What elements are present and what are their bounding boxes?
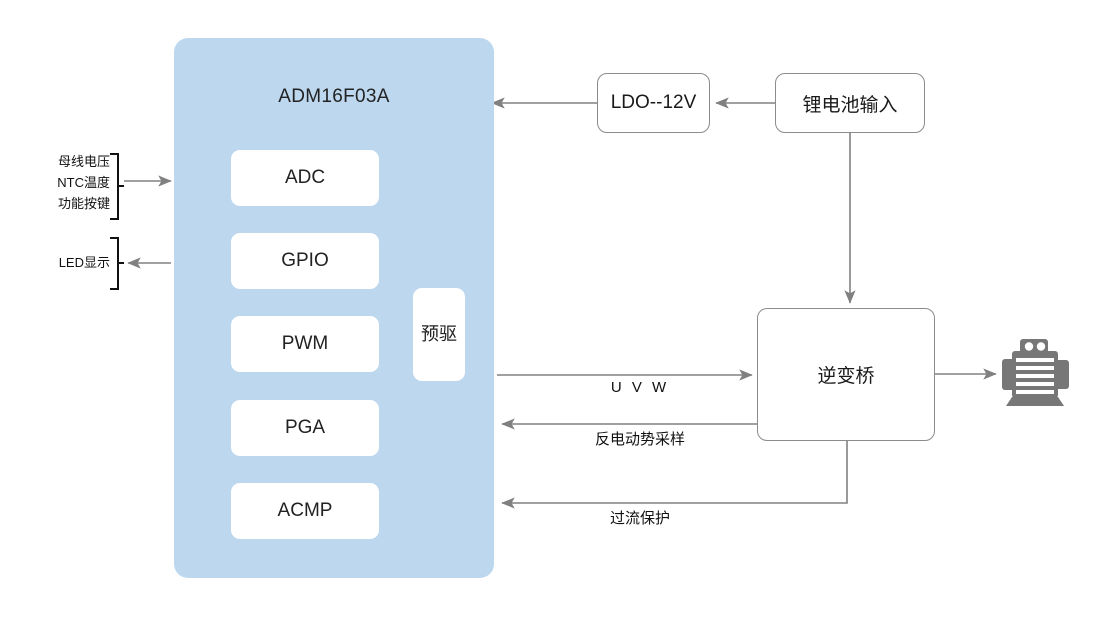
output-signals-label: LED显示 <box>10 252 110 273</box>
ldo-block[interactable]: LDO--12V <box>597 73 710 133</box>
wire-label-over-current: 过流保护 <box>609 510 670 527</box>
mcu-peripheral-pwm[interactable]: PWM <box>231 316 379 372</box>
motor-icon <box>1002 339 1069 406</box>
wire-over-current <box>501 441 848 509</box>
mcu-peripheral-adc[interactable]: ADC <box>231 150 379 206</box>
led-brace <box>110 237 124 290</box>
wire-label-back-emf: 反电动势采样 <box>594 431 685 448</box>
output-signal-led-display: LED显示 <box>58 255 110 270</box>
input-signal-ntc-temp: NTC温度 <box>57 175 110 191</box>
battery-block[interactable]: 锂电池输入 <box>775 73 925 133</box>
wire-label-uvw: U V W <box>610 379 670 396</box>
input-signals-label: 母线电压 NTC温度 功能按键 <box>10 151 110 214</box>
mcu-peripheral-gpio[interactable]: GPIO <box>231 233 379 289</box>
pre-driver-block[interactable]: 预驱 <box>413 288 465 381</box>
mcu-title: ADM16F03A <box>278 86 390 107</box>
input-signal-function-key: 功能按键 <box>57 196 110 212</box>
input-signal-bus-voltage: 母线电压 <box>57 154 110 169</box>
inverter-bridge-block[interactable]: 逆变桥 <box>757 308 935 441</box>
input-brace <box>110 153 124 220</box>
mcu-peripheral-acmp[interactable]: ACMP <box>231 483 379 539</box>
mcu-peripheral-pga[interactable]: PGA <box>231 400 379 456</box>
